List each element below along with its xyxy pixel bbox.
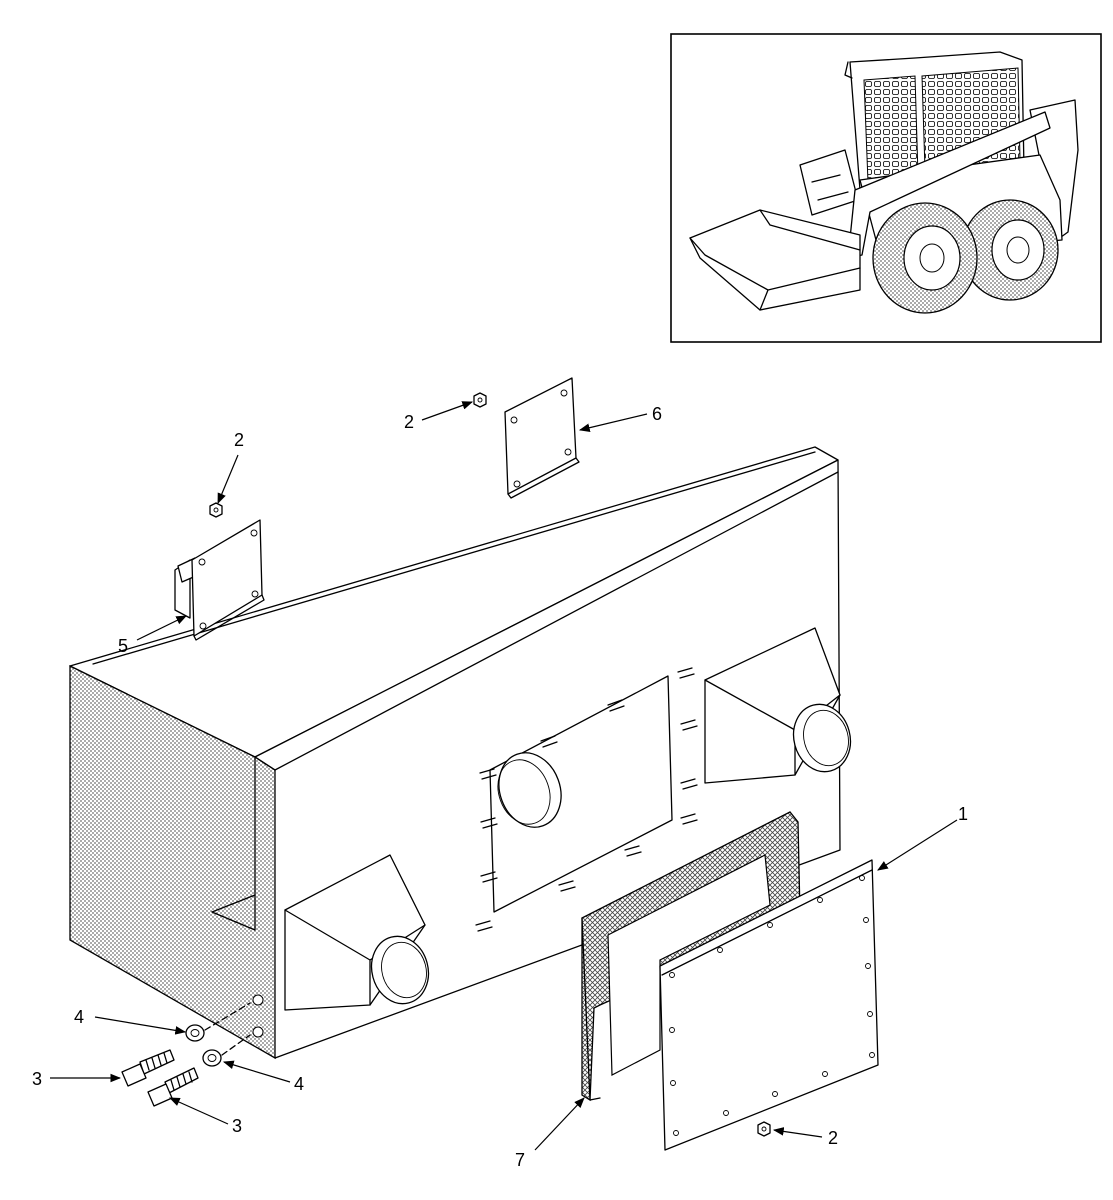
bolt-part-3-b (147, 1067, 199, 1107)
air-duct-left (284, 854, 430, 1011)
air-duct-right (704, 627, 852, 784)
callout-4-right: 4 (294, 1074, 304, 1094)
callout-2-bottom-right: 2 (828, 1128, 838, 1148)
nut-part-2-a (209, 502, 223, 518)
cover-plate-part-1 (659, 859, 879, 1151)
callout-leaders (50, 401, 958, 1151)
callout-3-left: 3 (32, 1069, 42, 1089)
callout-2-top-center: 2 (404, 412, 414, 432)
washer-part-4-a (185, 1024, 205, 1042)
nut-part-2-b (473, 392, 487, 408)
skid-steer-loader-icon (689, 51, 1079, 314)
bolt-part-3-a (121, 1049, 175, 1087)
front-access-opening (489, 675, 673, 913)
callout-2-top-left: 2 (234, 430, 244, 450)
callout-7: 7 (515, 1150, 525, 1170)
nut-part-2-c (757, 1121, 771, 1137)
bracket-plate-part-5 (174, 519, 265, 641)
washer-part-4-b (202, 1049, 222, 1067)
plate-part-6 (504, 377, 580, 499)
callout-labels: 1 2 2 2 3 3 4 4 5 6 7 (32, 404, 968, 1170)
callout-6: 6 (652, 404, 662, 424)
callout-4-left: 4 (74, 1007, 84, 1027)
callout-1: 1 (958, 804, 968, 824)
callout-5: 5 (118, 636, 128, 656)
callout-3-bottom: 3 (232, 1116, 242, 1136)
mounting-studs (475, 667, 698, 932)
